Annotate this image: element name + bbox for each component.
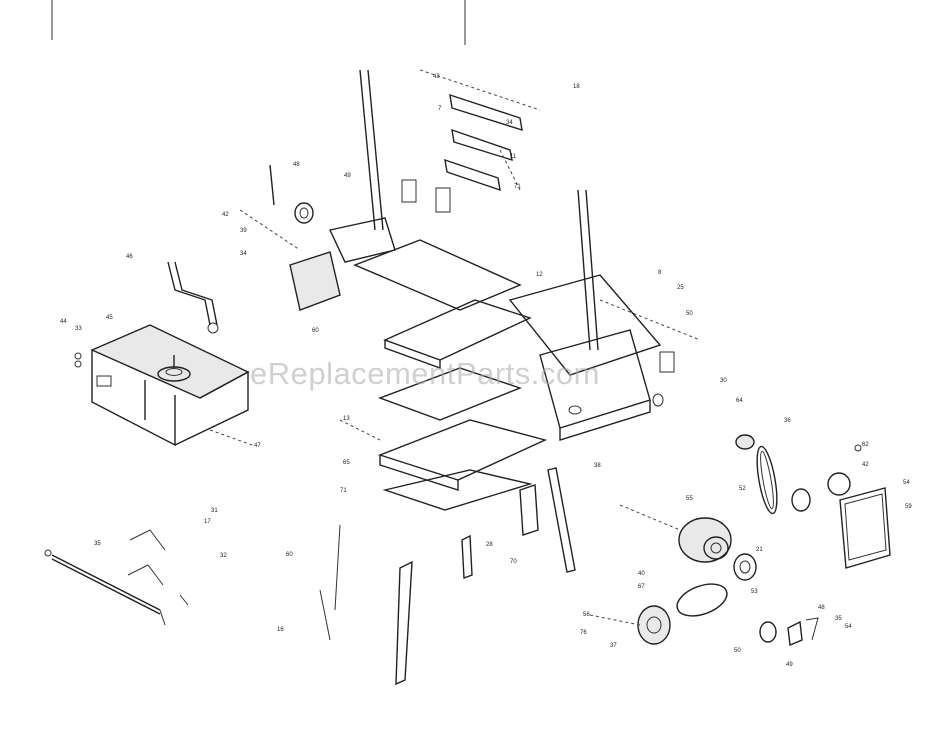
svg-text:60: 60 [286, 552, 293, 558]
svg-text:76: 76 [580, 630, 587, 636]
gear-housing-box [74, 324, 256, 447]
svg-text:67: 67 [638, 584, 645, 590]
svg-text:42: 42 [862, 462, 869, 468]
svg-text:35: 35 [94, 541, 101, 547]
motor-mount-assembly [239, 164, 522, 311]
motor-assembly [589, 504, 819, 647]
svg-text:34: 34 [506, 120, 513, 126]
svg-text:59: 59 [905, 504, 912, 510]
svg-text:12: 12 [536, 272, 543, 278]
svg-text:44: 44 [60, 319, 67, 325]
svg-text:71: 71 [340, 488, 347, 494]
upper-rods [359, 69, 599, 351]
legs [319, 467, 576, 686]
upper-bracket-assembly [401, 69, 541, 213]
svg-text:40: 40 [638, 571, 645, 577]
svg-text:54: 54 [845, 624, 852, 630]
svg-text:31: 31 [211, 508, 218, 514]
svg-text:50: 50 [686, 311, 693, 317]
side-frame-assembly [508, 274, 701, 441]
svg-text:62: 62 [862, 442, 869, 448]
svg-text:36: 36 [784, 418, 791, 424]
svg-text:56: 56 [583, 612, 590, 618]
svg-text:46: 46 [126, 254, 133, 260]
svg-text:42: 42 [222, 212, 229, 218]
svg-text:35: 35 [835, 616, 842, 622]
svg-text:52: 52 [739, 486, 746, 492]
svg-text:30: 30 [720, 378, 727, 384]
svg-text:43: 43 [433, 74, 440, 80]
svg-text:37: 37 [610, 643, 617, 649]
svg-text:28: 28 [486, 542, 493, 548]
rods-and-pins [44, 529, 189, 626]
svg-text:48: 48 [818, 605, 825, 611]
svg-text:48: 48 [293, 162, 300, 168]
svg-text:38: 38 [594, 463, 601, 469]
svg-text:25: 25 [677, 285, 684, 291]
svg-text:18: 18 [573, 84, 580, 90]
svg-text:71: 71 [514, 184, 521, 190]
svg-text:64: 64 [736, 398, 743, 404]
svg-text:47: 47 [254, 443, 261, 449]
part-number-labels: 18 43 7 34 11 71 48 49 42 39 34 46 12 8 25 50 44… [60, 74, 912, 668]
svg-text:70: 70 [510, 559, 517, 565]
svg-text:53: 53 [751, 589, 758, 595]
svg-text:60: 60 [312, 328, 319, 334]
svg-text:8: 8 [658, 270, 662, 276]
svg-text:39: 39 [240, 228, 247, 234]
belt-drive-assembly [735, 434, 891, 569]
svg-text:33: 33 [75, 326, 82, 332]
table-plates [339, 299, 548, 511]
svg-text:34: 34 [240, 251, 247, 257]
svg-text:13: 13 [343, 416, 350, 422]
watermark-text: eReplacementParts.com [250, 356, 600, 391]
svg-text:45: 45 [106, 315, 113, 321]
crank-handle [167, 261, 219, 334]
svg-text:16: 16 [277, 627, 284, 633]
svg-text:49: 49 [786, 662, 793, 668]
svg-text:55: 55 [686, 496, 693, 502]
svg-text:32: 32 [220, 553, 227, 559]
svg-text:54: 54 [903, 480, 910, 486]
svg-text:11: 11 [510, 154, 517, 160]
svg-text:65: 65 [343, 460, 350, 466]
svg-text:49: 49 [344, 173, 351, 179]
svg-text:50: 50 [734, 648, 741, 654]
svg-text:21: 21 [756, 547, 763, 553]
svg-text:17: 17 [204, 519, 211, 525]
svg-text:7: 7 [438, 106, 442, 112]
